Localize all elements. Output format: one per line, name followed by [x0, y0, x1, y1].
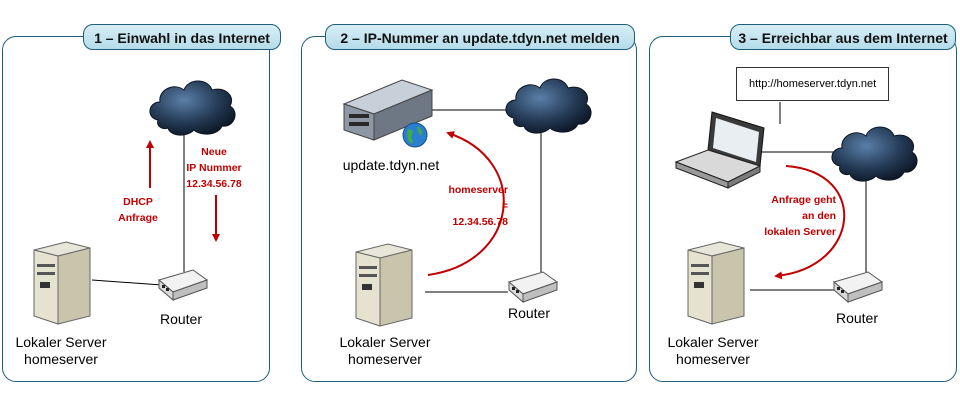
panel-3-title: 3 – Erreichbar aus dem Internet — [730, 24, 956, 50]
server-label: Lokaler Server homeserver — [330, 334, 440, 368]
panel-1-title: 1 – Einwahl in das Internet — [83, 24, 281, 50]
request-label: Anfrage geht an den lokalen Server — [748, 192, 836, 240]
router-label: Router — [835, 310, 879, 326]
url-box: http://homeserver.tdyn.net — [736, 67, 890, 101]
update-server-label: update.tdyn.net — [342, 157, 440, 173]
globe-icon — [402, 122, 428, 148]
server-label-line1: Lokaler Server — [667, 334, 759, 350]
ip-nummer-text: IP Nummer — [186, 162, 242, 174]
server-label-line2: homeserver — [348, 351, 422, 367]
router-label: Router — [159, 311, 203, 327]
laptop-icon — [674, 111, 765, 189]
server-label-line2: homeserver — [24, 351, 98, 367]
neue-text: Neue — [201, 146, 227, 158]
server-label-line2: homeserver — [676, 351, 750, 367]
server-icon — [33, 241, 91, 325]
anfrage-geht-text: Anfrage geht — [771, 194, 836, 206]
register-arrow — [427, 131, 505, 276]
request-arrow — [774, 165, 846, 280]
router-icon — [507, 271, 559, 304]
server-icon — [687, 241, 745, 325]
ip-address-text: 12.34.56.78 — [186, 178, 242, 190]
lokalen-server-text: lokalen Server — [764, 226, 836, 238]
equals-text: = — [501, 200, 508, 212]
cloud-icon — [505, 78, 592, 134]
panel-2-title: 2 – IP-Nummer an update.tdyn.net melden — [325, 24, 635, 50]
dhcp-text: DHCP — [123, 196, 153, 208]
cloud-icon — [831, 126, 918, 182]
server-label: Lokaler Server homeserver — [658, 334, 768, 368]
update-server-icon — [342, 79, 434, 141]
dhcp-label: DHCP Anfrage — [110, 194, 166, 226]
router-label: Router — [507, 305, 551, 321]
ip-address-text: 12.34.56.78 — [452, 216, 508, 228]
server-label-line1: Lokaler Server — [15, 334, 107, 350]
router-icon — [157, 269, 209, 302]
new-ip-label: Neue IP Nummer 12.34.56.78 — [178, 144, 250, 192]
server-label: Lokaler Server homeserver — [6, 334, 116, 368]
anfrage-text: Anfrage — [118, 212, 158, 224]
homeserver-text: homeserver — [448, 184, 508, 196]
router-icon — [832, 271, 884, 304]
homeserver-ip-label: homeserver = 12.34.56.78 — [430, 182, 508, 230]
cloud-icon — [149, 80, 236, 136]
server-icon — [355, 243, 413, 327]
server-label-line1: Lokaler Server — [339, 334, 431, 350]
an-den-text: an den — [802, 210, 836, 222]
